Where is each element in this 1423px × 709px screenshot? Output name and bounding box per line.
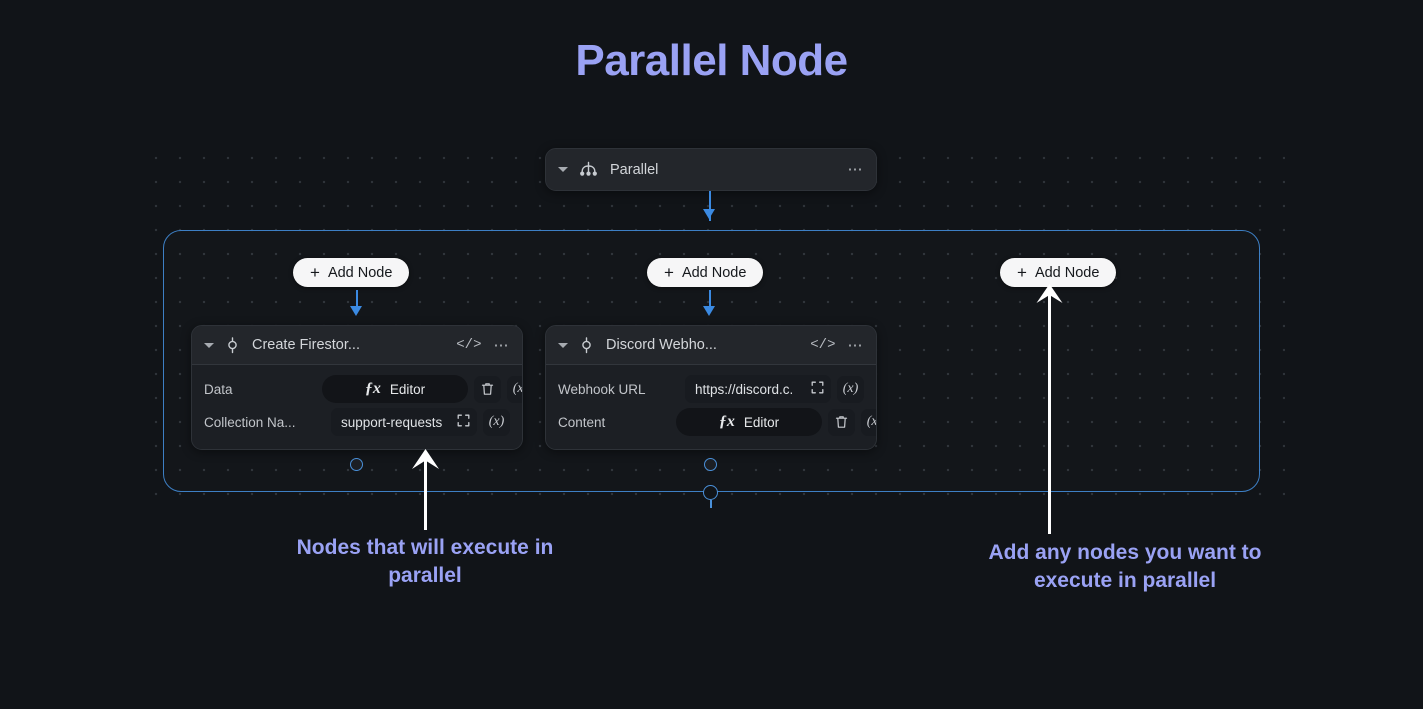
- expand-icon[interactable]: [811, 381, 824, 397]
- annotation-left-line1: Nodes that will execute in: [296, 536, 554, 559]
- node-header[interactable]: Create Firestor... </> ⋯: [192, 326, 522, 365]
- fx-icon: ƒx: [364, 380, 381, 397]
- field-controls: https://discord.c. (x): [676, 375, 864, 403]
- firestore-output-handle[interactable]: [350, 458, 363, 471]
- field-label: Webhook URL: [558, 381, 646, 397]
- field-controls: support-requests (x): [322, 408, 510, 436]
- variable-picker-button[interactable]: (x): [483, 408, 510, 436]
- edge-arrowhead-down: [703, 209, 715, 219]
- edge-add2-to-discord: [709, 290, 711, 312]
- edge-add1-to-firestore: [356, 290, 358, 312]
- annotation-arrow-left-head: [410, 448, 441, 477]
- more-options-icon[interactable]: ⋯: [847, 336, 864, 354]
- edge-arrowhead-add1: [350, 306, 362, 316]
- add-node-label: Add Node: [1034, 264, 1100, 281]
- node-title: Create Firestor...: [252, 337, 360, 353]
- node-connector-icon: [225, 336, 240, 354]
- annotation-arrow-right-line: [1048, 292, 1051, 534]
- plus-icon: +: [1017, 262, 1027, 282]
- chevron-down-icon[interactable]: [204, 342, 214, 348]
- fork-branch-icon: [579, 161, 598, 178]
- code-brackets-icon[interactable]: </>: [456, 337, 482, 353]
- field-controls: ƒx Editor (x): [676, 408, 876, 436]
- editor-label: Editor: [389, 381, 426, 397]
- discord-output-handle[interactable]: [704, 458, 717, 471]
- field-row-collection-name: Collection Na... support-requests: [204, 407, 510, 437]
- editor-button[interactable]: ƒx Editor: [676, 408, 822, 436]
- more-options-icon[interactable]: ⋯: [493, 336, 510, 354]
- field-row-content: Content ƒx Editor (x): [558, 407, 876, 437]
- delete-icon[interactable]: [474, 375, 501, 403]
- input-value: https://discord.c.: [695, 381, 794, 397]
- node-connector-icon: [579, 336, 594, 354]
- editor-label: Editor: [743, 414, 780, 430]
- variable-picker-button[interactable]: (x): [507, 375, 522, 403]
- webhook-url-input[interactable]: https://discord.c.: [685, 375, 831, 403]
- page-title: Parallel Node: [575, 36, 848, 85]
- annotation-right-line1: Add any nodes you want to: [988, 541, 1262, 564]
- expand-icon[interactable]: [457, 414, 470, 430]
- variable-picker-button[interactable]: (x): [861, 408, 876, 436]
- parallel-node-title: Parallel: [610, 161, 659, 178]
- plus-icon: +: [664, 262, 674, 282]
- container-output-handle[interactable]: [703, 485, 718, 500]
- delete-icon[interactable]: [828, 408, 855, 436]
- annotation-left-line2: parallel: [388, 564, 462, 588]
- field-row-webhook-url: Webhook URL https://discord.c.: [558, 374, 864, 404]
- chevron-down-icon[interactable]: [558, 342, 568, 348]
- add-node-button-1[interactable]: + Add Node: [293, 258, 410, 287]
- plus-icon: +: [310, 262, 320, 282]
- annotation-arrow-left-line: [424, 458, 427, 530]
- annotation-arrow-right-head: [1035, 283, 1064, 311]
- node-card-create-firestore[interactable]: Create Firestor... </> ⋯ Data ƒx Editor: [191, 325, 523, 450]
- parallel-node-header[interactable]: Parallel ⋯: [546, 149, 876, 190]
- add-node-label: Add Node: [681, 264, 747, 281]
- add-node-label: Add Node: [327, 264, 393, 281]
- fx-icon: ƒx: [718, 413, 735, 430]
- code-brackets-icon[interactable]: </>: [810, 337, 836, 353]
- node-title: Discord Webho...: [606, 337, 717, 353]
- input-value: support-requests: [341, 414, 443, 430]
- field-label: Collection Na...: [204, 414, 296, 430]
- node-body: Data ƒx Editor (x): [192, 365, 522, 449]
- node-card-discord-webhook[interactable]: Discord Webho... </> ⋯ Webhook URL https…: [545, 325, 877, 450]
- field-label: Data: [204, 381, 233, 397]
- field-controls: ƒx Editor (x): [322, 375, 522, 403]
- add-node-button-2[interactable]: + Add Node: [647, 258, 764, 287]
- field-row-data: Data ƒx Editor (x): [204, 374, 522, 404]
- annotation-right-line2: execute in parallel: [1033, 569, 1217, 593]
- variable-picker-button[interactable]: (x): [837, 375, 864, 403]
- annotation-right: Add any nodes you want to execute in par…: [945, 539, 1305, 596]
- edge-arrowhead-add2: [703, 306, 715, 316]
- editor-button[interactable]: ƒx Editor: [322, 375, 468, 403]
- chevron-down-icon[interactable]: [558, 167, 568, 172]
- field-label: Content: [558, 414, 606, 430]
- container-output-stub: [710, 500, 712, 508]
- node-header[interactable]: Discord Webho... </> ⋯: [546, 326, 876, 365]
- parallel-node-card[interactable]: Parallel ⋯: [545, 148, 877, 191]
- annotation-left: Nodes that will execute in parallel: [245, 534, 605, 591]
- edge-parallel-to-container: [709, 191, 711, 221]
- more-options-icon[interactable]: ⋯: [847, 161, 864, 178]
- node-body: Webhook URL https://discord.c.: [546, 365, 876, 449]
- add-node-button-3[interactable]: + Add Node: [1000, 258, 1117, 287]
- collection-name-input[interactable]: support-requests: [331, 408, 477, 436]
